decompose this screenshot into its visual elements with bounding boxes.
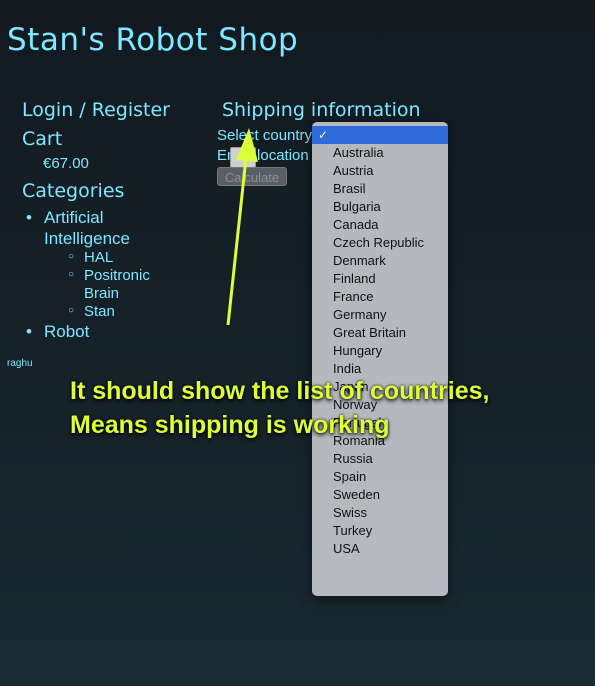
country-option[interactable]: USA (333, 541, 360, 556)
calculate-button[interactable]: Calculate (217, 167, 287, 186)
country-option[interactable]: Swiss (333, 505, 367, 520)
subcategory-item-positronic-brain[interactable]: Positronic Brain (68, 266, 184, 303)
country-option[interactable]: Germany (333, 307, 387, 322)
country-option[interactable]: Turkey (333, 523, 373, 538)
country-option[interactable]: Bulgaria (333, 199, 381, 214)
country-option-empty[interactable]: ✓ (312, 126, 448, 144)
country-option[interactable]: Russia (333, 451, 373, 466)
country-option[interactable]: India (333, 361, 362, 376)
login-register-link[interactable]: Login / Register (22, 99, 170, 121)
country-option[interactable]: Brasil (333, 181, 366, 196)
subcategory-item-hal[interactable]: HAL (68, 248, 184, 267)
country-option[interactable]: Hungary (333, 343, 383, 358)
annotation-line: It should show the list of countries, (70, 377, 490, 405)
categories-heading: Categories (22, 180, 125, 202)
category-item-robot[interactable]: Robot (26, 321, 164, 342)
country-option[interactable]: Romania (333, 433, 386, 448)
annotation-line: Means shipping is working (70, 411, 390, 439)
subcategory-list: HAL Positronic Brain Stan (44, 248, 164, 321)
country-label: Select country (217, 127, 313, 144)
cart-total: €67.00 (43, 155, 89, 172)
country-option[interactable]: Finland (333, 271, 376, 286)
cart-link[interactable]: Cart (22, 128, 63, 150)
country-option[interactable]: Austria (333, 163, 374, 178)
country-option[interactable]: Czech Republic (333, 235, 425, 250)
country-option[interactable]: Portugal (333, 415, 382, 430)
site-title[interactable]: Stan's Robot Shop (7, 22, 299, 58)
country-option[interactable]: Canada (333, 217, 379, 232)
category-item-artificial-intelligence[interactable]: Artificial Intelligence HAL Positronic B… (26, 207, 164, 321)
category-label[interactable]: Artificial Intelligence (44, 208, 131, 248)
country-option[interactable]: France (333, 289, 374, 304)
username: raghu (7, 358, 33, 369)
country-option[interactable]: Australia (333, 145, 384, 160)
checkmark-icon: ✓ (318, 128, 329, 142)
category-label[interactable]: Robot (44, 322, 90, 341)
country-option[interactable]: Denmark (333, 253, 386, 268)
country-option[interactable]: Sweden (333, 487, 380, 502)
shipping-title: Shipping information (222, 99, 421, 121)
country-option[interactable]: Great Britain (333, 325, 406, 340)
annotation-text: It should show the list of countries, Me… (70, 374, 560, 442)
subcategory-item-stan[interactable]: Stan (68, 302, 184, 321)
category-list: Artificial Intelligence HAL Positronic B… (22, 207, 164, 342)
country-option[interactable]: Norway (333, 397, 378, 412)
country-option[interactable]: Spain (333, 469, 367, 484)
country-option[interactable]: Japan (333, 379, 369, 394)
